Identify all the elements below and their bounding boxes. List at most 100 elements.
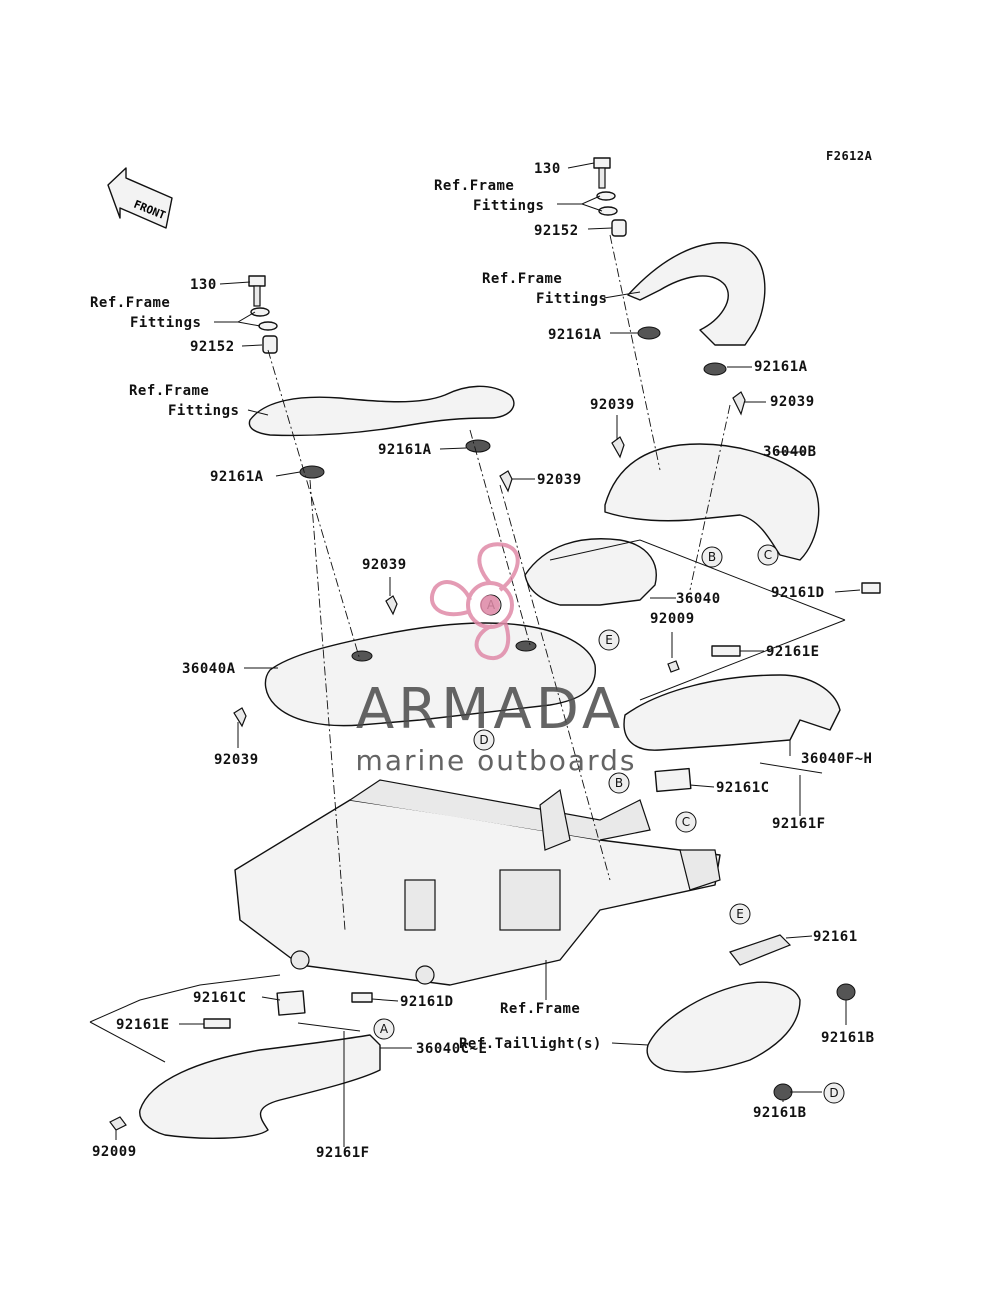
- leader-lines: [89, 162, 861, 1147]
- label-92009-l: 92009: [92, 1144, 137, 1160]
- pad-92161C-r: [654, 767, 692, 793]
- label-92161: 92161: [813, 929, 858, 945]
- label-92039-r1: 92039: [590, 397, 635, 413]
- callout-C2: C: [675, 811, 697, 833]
- label-36040F-H: 36040F~H: [801, 751, 872, 767]
- washer-top-2: [598, 206, 618, 216]
- collar-92152-top: [611, 219, 627, 237]
- label-36040A: 36040A: [182, 661, 236, 677]
- label-92039-l: 92039: [214, 752, 259, 768]
- callout-C1-label: C: [764, 548, 772, 562]
- collar-92152-left: [262, 335, 278, 354]
- screw-92009-l: [109, 1116, 127, 1131]
- pad-92161D-l: [351, 992, 373, 1003]
- label-92161A-r2: 92161A: [754, 359, 808, 375]
- label-92161C-r: 92161C: [716, 780, 770, 796]
- label-92039-r2: 92039: [770, 394, 815, 410]
- clip-92039-r2: [611, 436, 625, 459]
- callout-B2: B: [608, 772, 630, 794]
- taillight-housing: [646, 981, 801, 1073]
- grab-rail-right: [627, 242, 766, 346]
- propeller-logo-icon: [429, 542, 520, 661]
- label-ref-taillight: Ref.Taillight(s): [459, 1036, 602, 1052]
- front-arrow-icon: FRONT: [107, 167, 173, 229]
- label-92161D-l: 92161D: [400, 994, 454, 1010]
- label-ref-frame-fittings-3b: Fittings: [130, 315, 201, 331]
- label-ref-frame-fittings-1a: Ref.Frame: [434, 178, 514, 194]
- callout-E1: E: [598, 629, 620, 651]
- side-cover-36040C-E: [139, 1034, 381, 1139]
- clip-92039-mid: [499, 470, 513, 493]
- watermark-brand: ARMADA: [356, 677, 624, 742]
- label-92161A-r1: 92161A: [548, 327, 602, 343]
- callout-D2-label: D: [829, 1086, 838, 1100]
- rear-frame: [234, 779, 721, 986]
- grommet-92161A-r2: [703, 362, 727, 376]
- label-ref-frame-fittings-1b: Fittings: [473, 198, 544, 214]
- figure-code: F2612A: [826, 149, 873, 163]
- washer-left-1: [250, 307, 270, 317]
- label-92152-top: 92152: [534, 223, 579, 239]
- clip-92039-l: [233, 707, 247, 728]
- callout-B2-label: B: [615, 776, 623, 790]
- bolt-130-left: [248, 275, 266, 307]
- seat-cowl-36040A: [264, 622, 596, 727]
- callout-B1-label: B: [708, 550, 716, 564]
- part-labels: 130 Ref.Frame Fittings 92152 Ref.Frame F…: [90, 161, 875, 1161]
- mount-hole-1: [351, 650, 373, 662]
- callout-B1: B: [701, 546, 723, 568]
- assembly-center-lines: [267, 234, 731, 931]
- label-ref-frame-fittings-2b: Fittings: [536, 291, 607, 307]
- pad-92161E-r: [711, 645, 741, 657]
- bolt-130-top: [593, 157, 611, 189]
- label-36040: 36040: [676, 591, 721, 607]
- label-92039-c: 92039: [362, 557, 407, 573]
- watermark-tagline: marine outboards: [356, 744, 637, 777]
- label-130-left: 130: [190, 277, 217, 293]
- callout-E2: E: [729, 903, 751, 925]
- label-92161F-l: 92161F: [316, 1145, 370, 1161]
- label-92161B-2: 92161B: [753, 1105, 807, 1121]
- washer-left-2: [258, 321, 278, 331]
- label-ref-frame-fittings-4a: Ref.Frame: [129, 383, 209, 399]
- label-92161B-1: 92161B: [821, 1030, 875, 1046]
- label-ref-frame-fittings-4b: Fittings: [168, 403, 239, 419]
- grab-rail-left: [248, 385, 515, 437]
- label-ref-frame-fittings-2a: Ref.Frame: [482, 271, 562, 287]
- label-130-top: 130: [534, 161, 561, 177]
- clip-92039-r1: [732, 391, 746, 416]
- callout-A2-label: A: [380, 1022, 389, 1036]
- cover-36040B: [604, 443, 820, 561]
- pad-92161E-l: [203, 1018, 231, 1029]
- label-92161D-r: 92161D: [771, 585, 825, 601]
- grommet-92161A-l1: [299, 465, 325, 479]
- callout-D2: D: [823, 1082, 845, 1104]
- mount-hole-2: [515, 640, 537, 652]
- label-92161F-r: 92161F: [772, 816, 826, 832]
- callout-C2-label: C: [682, 815, 690, 829]
- callout-E1-label: E: [605, 633, 613, 647]
- label-36040B: 36040B: [763, 444, 817, 460]
- grommet-92161B-1: [836, 983, 856, 1001]
- strip-92161F-r: [759, 762, 823, 774]
- pad-92161C-l: [276, 990, 306, 1016]
- label-92161C-l: 92161C: [193, 990, 247, 1006]
- side-cover-36040F-H: [623, 674, 841, 751]
- watermark: ARMADA marine outboards: [356, 542, 637, 777]
- grommet-92161A-r1: [637, 326, 661, 340]
- screw-92009-r: [667, 660, 680, 673]
- grommet-92161A-l2: [465, 439, 491, 453]
- callout-D1-label: D: [479, 733, 488, 747]
- label-92161A-l2: 92161A: [378, 442, 432, 458]
- label-36040C-E: 36040C~E: [416, 1041, 487, 1057]
- label-ref-frame-fittings-3a: Ref.Frame: [90, 295, 170, 311]
- label-92161E-l: 92161E: [116, 1017, 170, 1033]
- label-92161A-l1: 92161A: [210, 469, 264, 485]
- callout-A2: A: [373, 1018, 395, 1040]
- cover-36040: [524, 538, 657, 606]
- callout-D1: D: [473, 729, 495, 751]
- label-92152-left: 92152: [190, 339, 235, 355]
- strip-92161F-l: [297, 1022, 361, 1032]
